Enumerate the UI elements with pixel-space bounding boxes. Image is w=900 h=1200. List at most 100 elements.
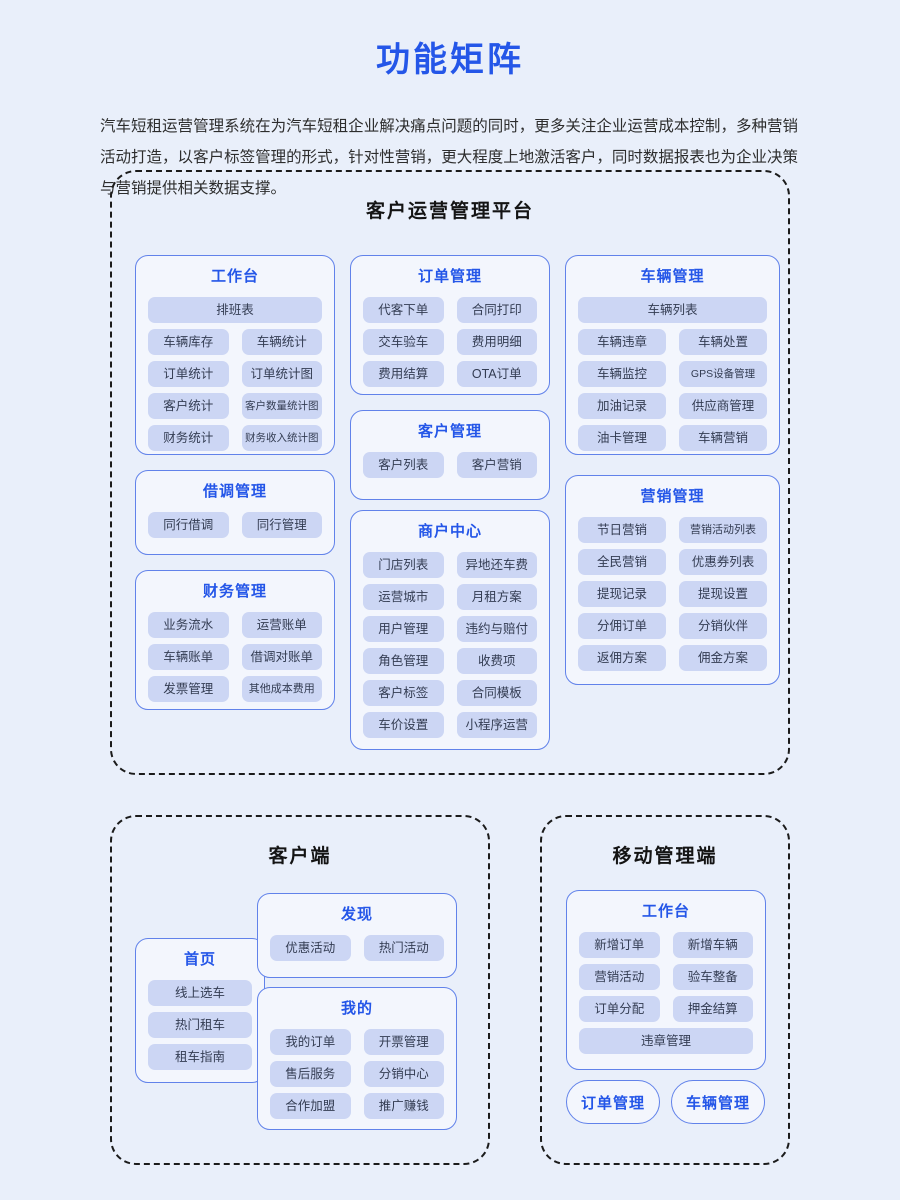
feature-pill: 分销伙伴 <box>679 613 767 639</box>
feature-pill: 运营账单 <box>241 612 322 638</box>
feature-pill: 车辆处置 <box>679 329 767 355</box>
feature-pill: 排班表 <box>148 297 322 323</box>
card-discover-body: 优惠活动热门活动 <box>270 935 444 961</box>
feature-pill: 加油记录 <box>578 393 666 419</box>
feature-pill: 新增车辆 <box>672 932 753 958</box>
card-customers: 客户管理客户列表客户营销 <box>350 410 550 500</box>
feature-pill: 借调对账单 <box>241 644 322 670</box>
pill-row: 违章管理 <box>579 1028 753 1054</box>
feature-pill: 小程序运营 <box>456 712 537 738</box>
feature-pill: 车辆库存 <box>148 329 229 355</box>
pill-row: 全民营销优惠券列表 <box>578 549 767 575</box>
mobile-vehicle-management-button: 车辆管理 <box>671 1080 765 1124</box>
feature-pill: 合作加盟 <box>270 1093 351 1119</box>
pill-row: 提现记录提现设置 <box>578 581 767 607</box>
feature-pill: 售后服务 <box>270 1061 351 1087</box>
feature-pill: 车辆监控 <box>578 361 666 387</box>
card-discover-title: 发现 <box>340 906 373 923</box>
pill-row: 订单统计订单统计图 <box>148 361 322 387</box>
feature-pill: 用户管理 <box>363 616 444 642</box>
feature-pill: 营销活动列表 <box>679 517 767 543</box>
pill-row: 售后服务分销中心 <box>270 1061 444 1087</box>
feature-pill: 开票管理 <box>363 1029 444 1055</box>
feature-pill: 交车验车 <box>363 329 444 355</box>
feature-pill: 新增订单 <box>579 932 660 958</box>
feature-pill: 验车整备 <box>672 964 753 990</box>
card-orders-title: 订单管理 <box>417 268 482 285</box>
card-customers-body: 客户列表客户营销 <box>363 452 537 478</box>
feature-pill: 返佣方案 <box>578 645 666 671</box>
feature-pill: 费用明细 <box>456 329 537 355</box>
card-workbench-title: 工作台 <box>210 268 259 285</box>
feature-pill: 推广赚钱 <box>363 1093 444 1119</box>
page-title: 功能矩阵 <box>376 41 524 79</box>
pill-row: 发票管理其他成本费用 <box>148 676 322 702</box>
feature-pill: 同行借调 <box>148 512 229 538</box>
pill-row: 车辆违章车辆处置 <box>578 329 767 355</box>
feature-pill: 门店列表 <box>363 552 444 578</box>
pill-row: 同行借调同行管理 <box>148 512 322 538</box>
card-mine-title: 我的 <box>340 1000 373 1017</box>
feature-pill: 客户列表 <box>363 452 444 478</box>
client-section: 客户端 首页线上选车热门租车租车指南 发现优惠活动热门活动 我的我的订单开票管理… <box>110 815 490 1165</box>
card-home-title: 首页 <box>183 951 216 968</box>
pill-row: 分佣订单分销伙伴 <box>578 613 767 639</box>
feature-pill: 客户统计 <box>148 393 229 419</box>
page-description: 汽车短租运营管理系统在为汽车短租企业解决痛点问题的同时，更多关注企业运营成本控制… <box>100 117 798 197</box>
card-mine-body: 我的订单开票管理售后服务分销中心合作加盟推广赚钱 <box>270 1029 444 1119</box>
feature-pill: 线上选车 <box>148 980 252 1006</box>
card-secondment-body: 同行借调同行管理 <box>148 512 322 538</box>
platform-section-title: 客户运营管理平台 <box>365 201 534 222</box>
feature-pill: 车辆营销 <box>679 425 767 451</box>
feature-pill: 热门活动 <box>363 935 444 961</box>
pill-row: 车辆账单借调对账单 <box>148 644 322 670</box>
feature-pill: 车价设置 <box>363 712 444 738</box>
card-home-body: 线上选车热门租车租车指南 <box>148 980 252 1070</box>
feature-pill: 车辆统计 <box>241 329 322 355</box>
pill-row: 用户管理违约与赔付 <box>363 616 537 642</box>
card-mobile-workbench-body: 新增订单新增车辆营销活动验车整备订单分配押金结算违章管理 <box>579 932 753 1054</box>
pill-row: 线上选车 <box>148 980 252 1006</box>
card-merchant-center: 商户中心门店列表异地还车费运营城市月租方案用户管理违约与赔付角色管理收费项客户标… <box>350 510 550 750</box>
card-marketing-body: 节日营销营销活动列表全民营销优惠券列表提现记录提现设置分佣订单分销伙伴返佣方案佣… <box>578 517 767 671</box>
feature-pill: 客户营销 <box>456 452 537 478</box>
feature-pill: 违章管理 <box>579 1028 753 1054</box>
feature-pill: 佣金方案 <box>679 645 767 671</box>
card-merchant-center-title: 商户中心 <box>417 523 482 540</box>
feature-pill: 费用结算 <box>363 361 444 387</box>
pill-row: 角色管理收费项 <box>363 648 537 674</box>
card-marketing-title: 营销管理 <box>640 488 705 505</box>
pill-row: 我的订单开票管理 <box>270 1029 444 1055</box>
card-customers-title: 客户管理 <box>417 423 482 440</box>
feature-pill: 财务统计 <box>148 425 229 451</box>
mobile-order-management-button: 订单管理 <box>566 1080 660 1124</box>
feature-pill: 车辆列表 <box>578 297 767 323</box>
card-mobile-workbench-title: 工作台 <box>641 903 690 920</box>
card-finance-body: 业务流水运营账单车辆账单借调对账单发票管理其他成本费用 <box>148 612 322 702</box>
pill-row: 排班表 <box>148 297 322 323</box>
feature-pill: 油卡管理 <box>578 425 666 451</box>
feature-pill: 角色管理 <box>363 648 444 674</box>
pill-row: 热门租车 <box>148 1012 252 1038</box>
pill-row: 节日营销营销活动列表 <box>578 517 767 543</box>
pill-row: 客户列表客户营销 <box>363 452 537 478</box>
feature-pill: 订单分配 <box>579 996 660 1022</box>
card-workbench: 工作台排班表车辆库存车辆统计订单统计订单统计图客户统计客户数量统计图财务统计财务… <box>135 255 335 455</box>
card-finance-title: 财务管理 <box>202 583 267 600</box>
pill-row: 客户统计客户数量统计图 <box>148 393 322 419</box>
feature-pill: 分销中心 <box>363 1061 444 1087</box>
feature-pill: 我的订单 <box>270 1029 351 1055</box>
pill-row: 加油记录供应商管理 <box>578 393 767 419</box>
feature-pill: 提现设置 <box>679 581 767 607</box>
pill-row: 业务流水运营账单 <box>148 612 322 638</box>
pill-row: 财务统计财务收入统计图 <box>148 425 322 451</box>
feature-pill: 节日营销 <box>578 517 666 543</box>
feature-pill: 代客下单 <box>363 297 444 323</box>
feature-pill: 客户数量统计图 <box>241 393 322 419</box>
pill-row: 代客下单合同打印 <box>363 297 537 323</box>
